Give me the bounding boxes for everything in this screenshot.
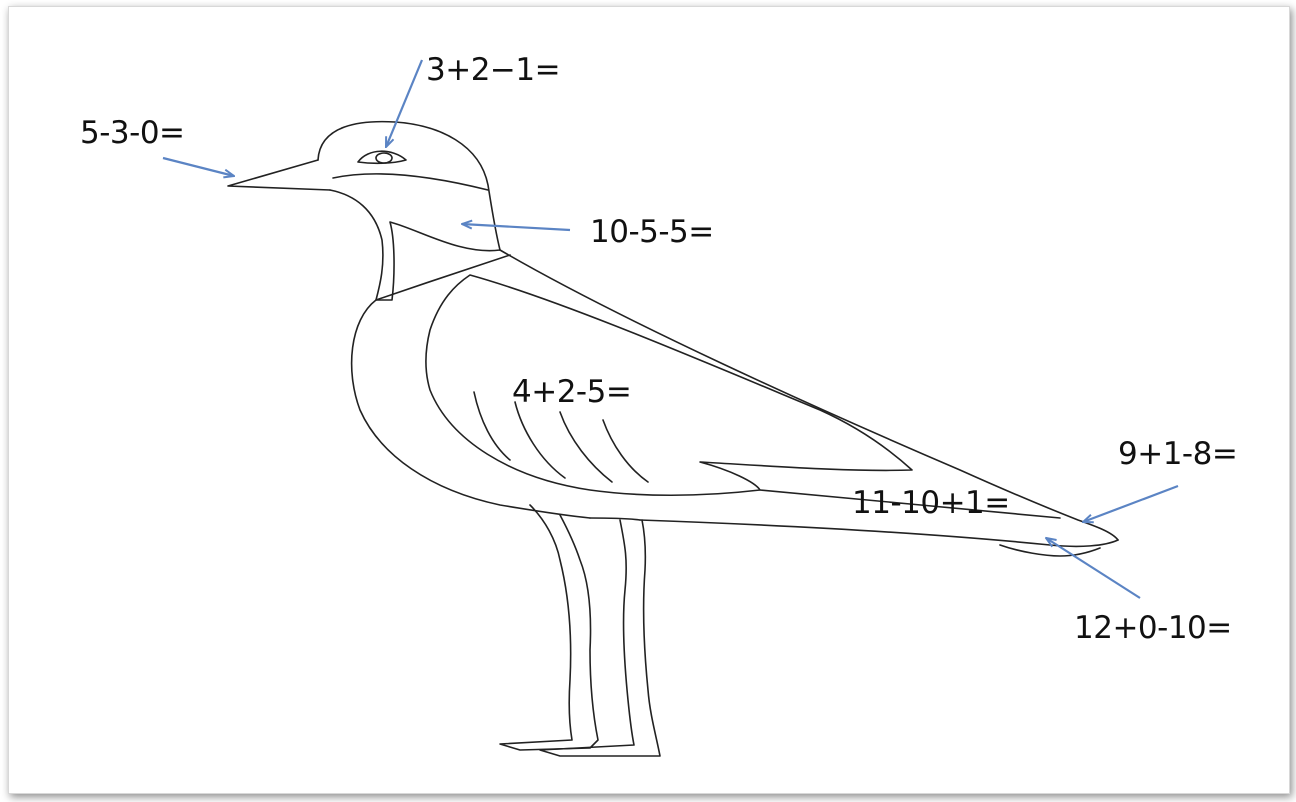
wing-feather-line	[559, 411, 613, 483]
eye-arrow	[386, 59, 424, 147]
tail-lower-equation-label: 12+0-10=	[1074, 610, 1232, 646]
tail-upper-equation-label: 9+1-8=	[1118, 436, 1237, 472]
bird-leg-left	[499, 504, 599, 751]
pointer-arrows	[162, 59, 1179, 599]
bird-neck-band	[375, 254, 511, 301]
bird-tail	[639, 489, 1119, 557]
tail-band-equation-label: 11-10+1=	[852, 485, 1010, 521]
bird-underside	[589, 517, 641, 521]
bird-eye	[357, 150, 407, 165]
bird-leg-right	[539, 519, 661, 757]
beak-equation-label: 5-3-0=	[80, 115, 185, 151]
wing-equation-label: 4+2-5=	[512, 374, 631, 410]
bird-eye-pupil	[375, 152, 393, 164]
equation-labels: 5-3-0= 3+2−1= 10-5-5= 4+2-5= 9+1-8= 11-1…	[80, 52, 1238, 646]
bird-head	[317, 120, 501, 251]
bird-beak	[227, 159, 331, 191]
worksheet-frame	[8, 6, 1290, 794]
bird-wing	[425, 274, 913, 497]
throat-arrow	[462, 224, 571, 232]
eye-equation-label: 3+2−1=	[426, 52, 560, 88]
throat-equation-label: 10-5-5=	[590, 214, 714, 250]
wing-feather-line	[602, 419, 649, 483]
wing-feather-line	[514, 401, 566, 479]
tail-upper-arrow	[1083, 484, 1179, 522]
tail-lower-arrow	[1046, 538, 1141, 599]
wing-feather-line	[473, 391, 511, 461]
beak-arrow	[162, 156, 234, 176]
bird-throat-outline	[329, 189, 501, 301]
bird-cap-line	[332, 173, 489, 191]
